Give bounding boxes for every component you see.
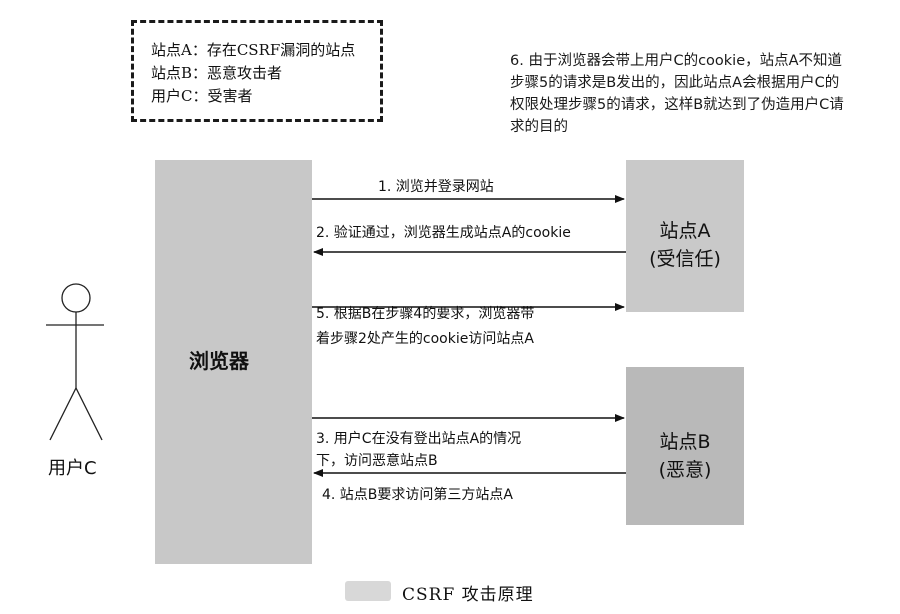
site-b-name: 站点B [659,431,711,453]
step-2-label: 2. 验证通过，浏览器生成站点A的cookie [316,225,571,241]
step-3-label-line2: 下，访问恶意站点B [316,453,438,469]
site-a-name: 站点A [659,220,711,242]
figure-caption: CSRF 攻击原理 [402,585,534,605]
step-4-label: 4. 站点B要求访问第三方站点A [322,487,513,503]
step-5-label-line1: 5. 根据B在步骤4的要求，浏览器带 [316,306,535,322]
site-a-tag: (受信任) [649,248,721,270]
site-b-box: 站点B (恶意) [626,367,744,525]
browser-label: 浏览器 [189,349,249,373]
legend-box: 站点A：存在CSRF漏洞的站点 站点B：恶意攻击者 用户C：受害者 [131,20,383,122]
browser-column [155,160,312,564]
caption-blurred-prefix [345,581,391,601]
step-6-note: 6. 由于浏览器会带上用户C的cookie，站点A不知道步骤5的请求是B发出的，… [510,53,844,135]
legend-site-a: 站点A：存在CSRF漏洞的站点 [151,41,356,59]
user-figure-icon [46,283,104,441]
step-5-label-line2: 着步骤2处产生的cookie访问站点A [316,331,534,347]
step-3-label-line1: 3. 用户C在没有登出站点A的情况 [316,431,522,447]
legend-site-b: 站点B：恶意攻击者 [151,64,283,82]
site-a-box: 站点A (受信任) [626,160,744,312]
legend-user-c: 用户C：受害者 [151,87,253,105]
user-label: 用户C [48,458,97,479]
site-b-tag: (恶意) [658,459,712,481]
step-1-label: 1. 浏览并登录网站 [378,179,494,195]
